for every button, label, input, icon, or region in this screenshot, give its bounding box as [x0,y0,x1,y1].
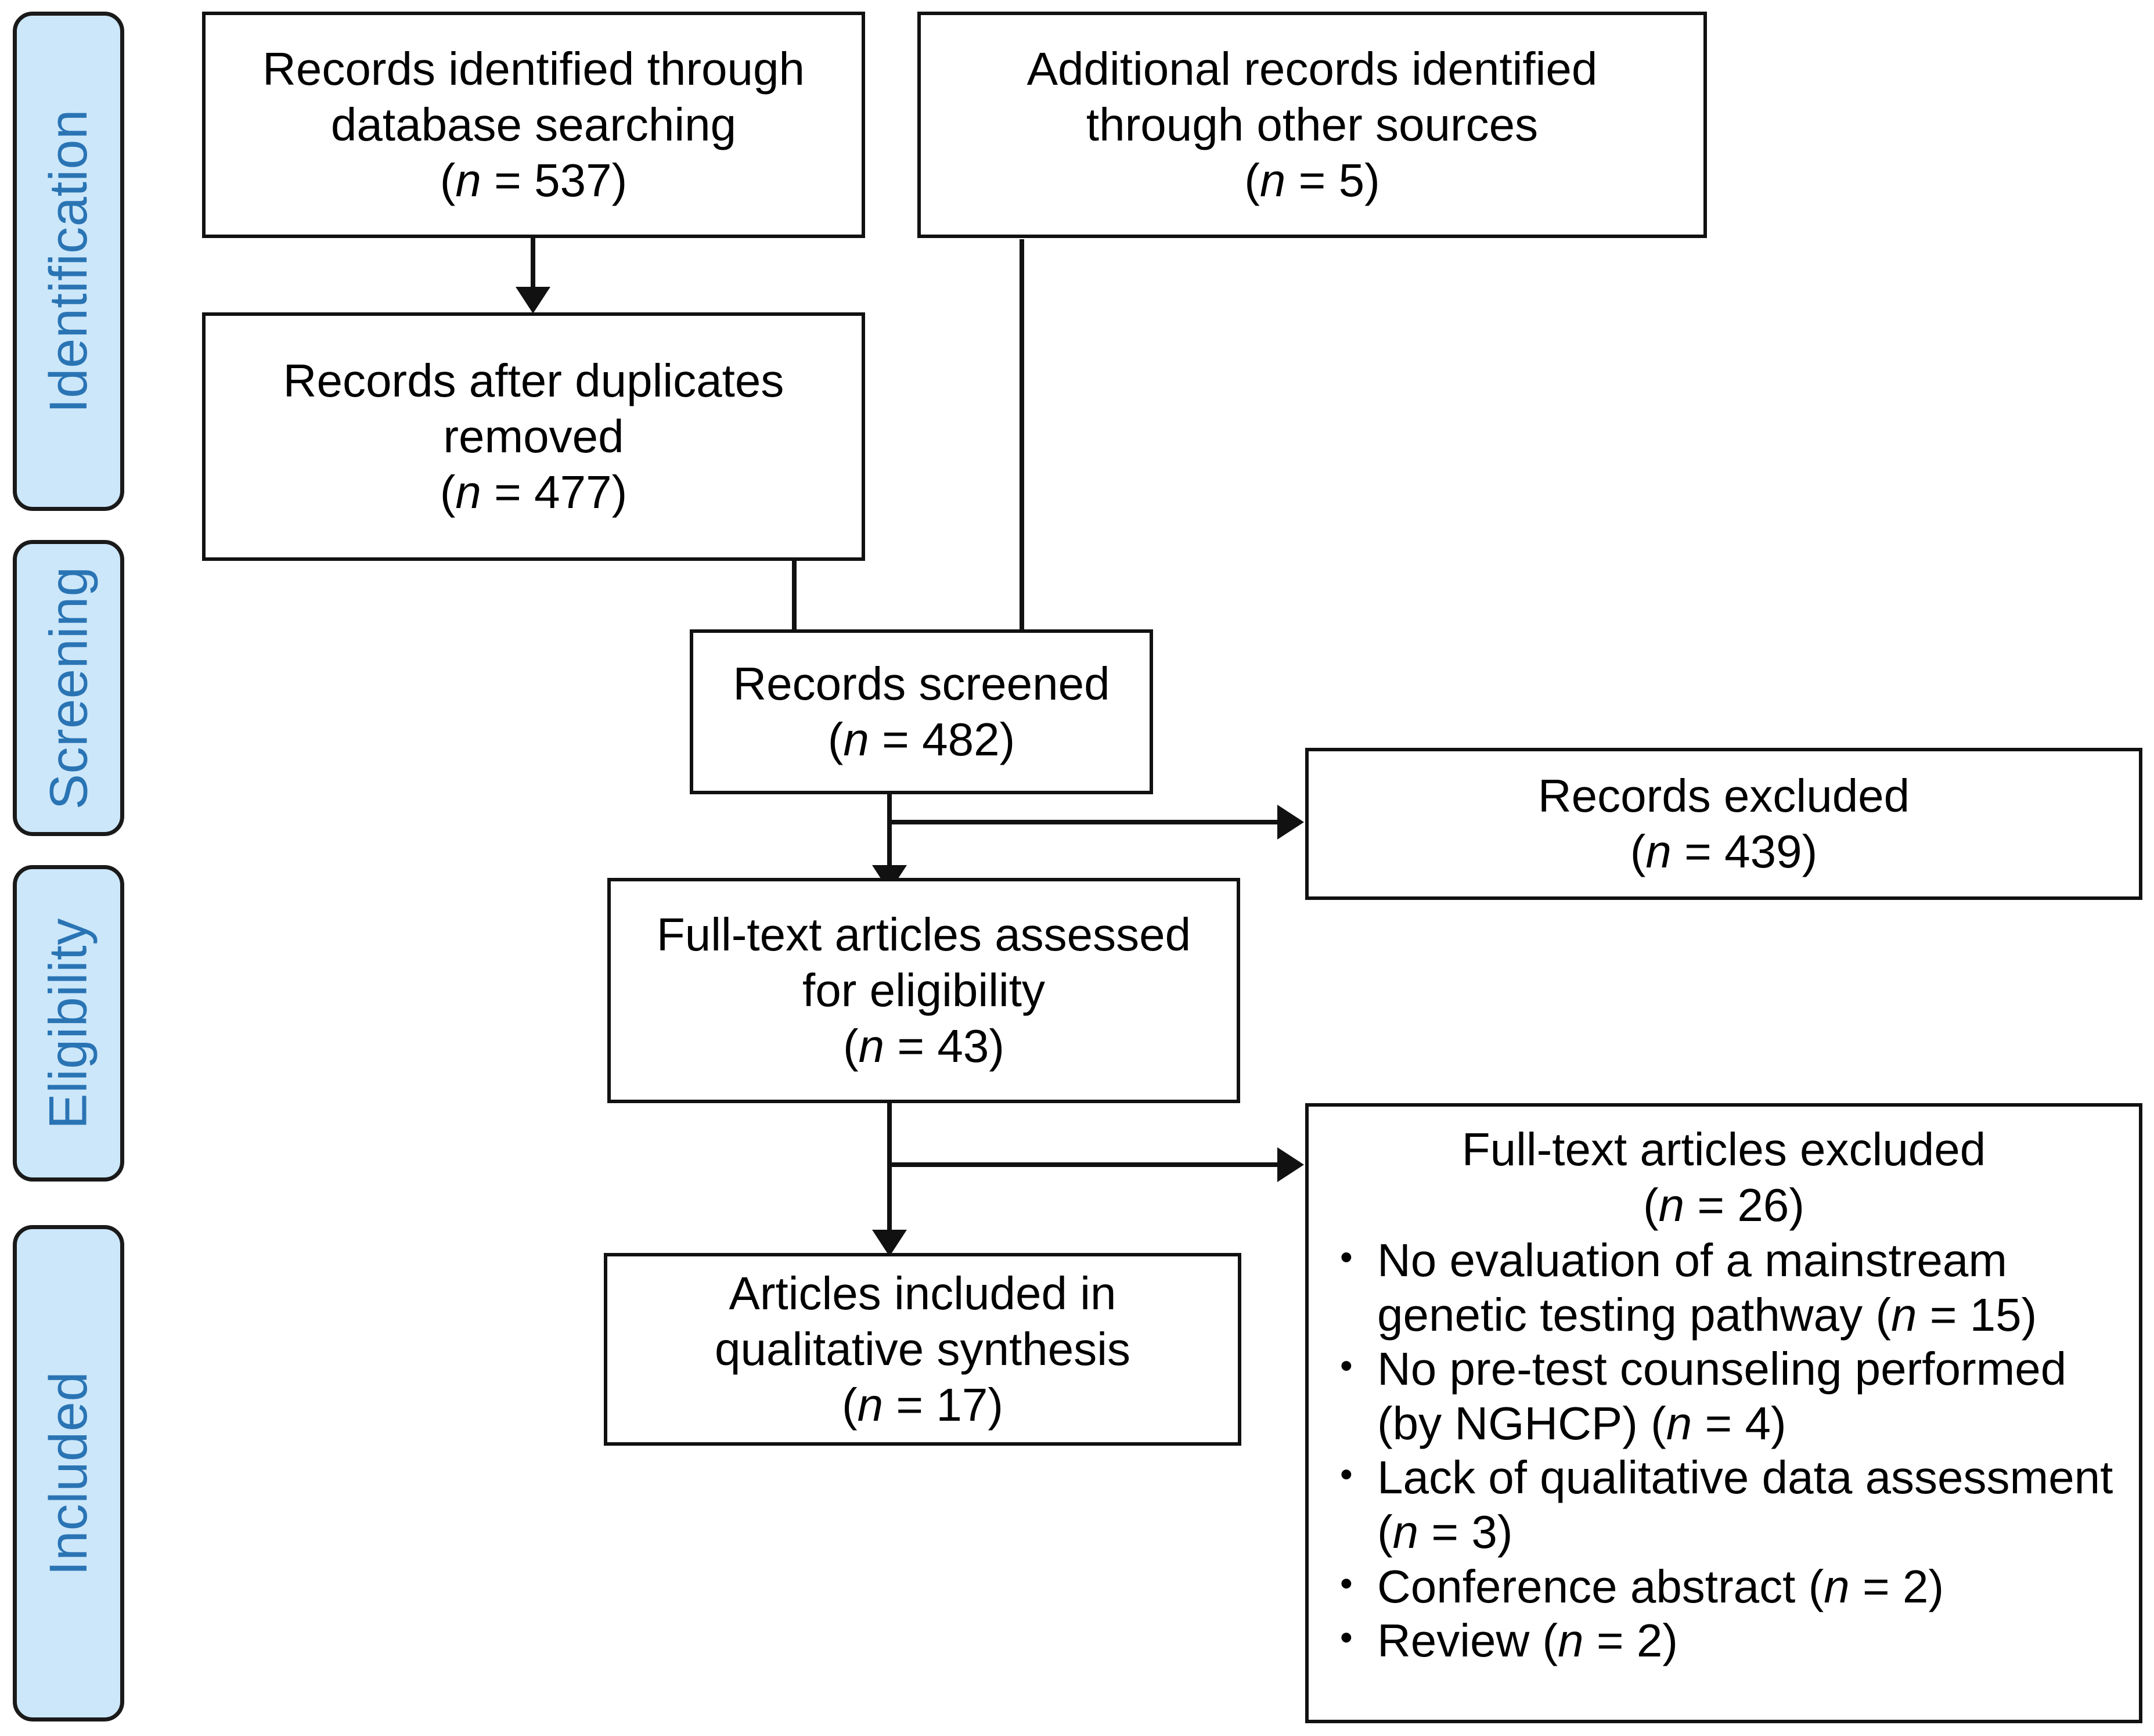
connector-dup-to-screened [792,560,797,664]
phase-eligibility-label: Eligibility [39,917,98,1129]
phase-included-label: Included [39,1371,98,1576]
phase-included: Included [13,1225,124,1721]
box-count: (n = 43) [843,1020,1004,1072]
box-count: (n = 482) [827,714,1015,765]
box-count: (n = 5) [1244,154,1380,206]
box-count: (n = 17) [842,1379,1003,1431]
excluded-heading: Full-text articles excluded [1461,1123,1986,1175]
phase-screening-label: Screening [39,566,98,810]
box-line: qualitative synthesis [715,1323,1130,1375]
box-line: through other sources [1086,99,1539,150]
box-line: Records screened [733,658,1110,709]
excluded-reason-item: Lack of qualitative data assessment (n =… [1332,1450,2127,1559]
excluded-reasons-list: No evaluation of a mainstream genetic te… [1320,1233,2127,1668]
arrowhead-db-to-dup [516,287,550,314]
box-line: database searching [330,99,737,150]
box-count: (n = 477) [440,466,628,518]
box-fulltext-articles-excluded: Full-text articles excluded (n = 26) No … [1305,1103,2142,1723]
box-line: for eligibility [802,964,1045,1016]
excluded-reason-item: No pre-test counseling performed (by NGH… [1332,1342,2127,1450]
box-records-after-duplicates-removed: Records after duplicates removed (n = 47… [202,312,865,561]
box-line: Full-text articles assessed [656,909,1191,960]
arrowhead-fulltext-to-excluded-list [1277,1147,1304,1182]
connector-fulltext-to-excluded-list [887,1162,1281,1167]
connector-screened-to-excluded [887,820,1281,824]
excluded-count: (n = 26) [1643,1179,1804,1231]
box-line: Articles included in [729,1267,1116,1319]
box-records-identified-database: Records identified through database sear… [202,12,865,238]
box-line: Records after duplicates [283,355,784,406]
connector-screened-trunk [887,794,892,887]
arrowhead-fulltext-to-included [872,1230,907,1256]
excluded-reason-item: Review (n = 2) [1332,1613,2127,1668]
arrowhead-screened-to-excluded [1277,805,1304,840]
connector-db-to-dup [531,237,535,297]
connector-fulltext-trunk [887,1103,892,1259]
connector-other-to-screened [1020,239,1024,664]
box-line: removed [443,410,624,462]
excluded-reason-item: No evaluation of a mainstream genetic te… [1332,1233,2127,1342]
phase-identification-label: Identification [39,109,98,413]
box-records-screened: Records screened (n = 482) [690,629,1153,794]
phase-screening: Screening [13,540,124,836]
box-count: (n = 439) [1630,826,1818,877]
box-articles-included-qualitative-synthesis: Articles included in qualitative synthes… [604,1253,1241,1446]
box-line: Additional records identified [1026,43,1598,95]
box-fulltext-articles-assessed: Full-text articles assessed for eligibil… [607,878,1240,1103]
box-count: (n = 537) [440,154,628,206]
box-records-excluded: Records excluded (n = 439) [1305,748,2142,900]
box-line: Records identified through [262,43,805,95]
excluded-reason-item: Conference abstract (n = 2) [1332,1559,2127,1614]
phase-identification: Identification [13,12,124,511]
box-additional-records-other-sources: Additional records identified through ot… [917,12,1707,238]
box-line: Records excluded [1537,770,1910,822]
phase-eligibility: Eligibility [13,865,124,1182]
